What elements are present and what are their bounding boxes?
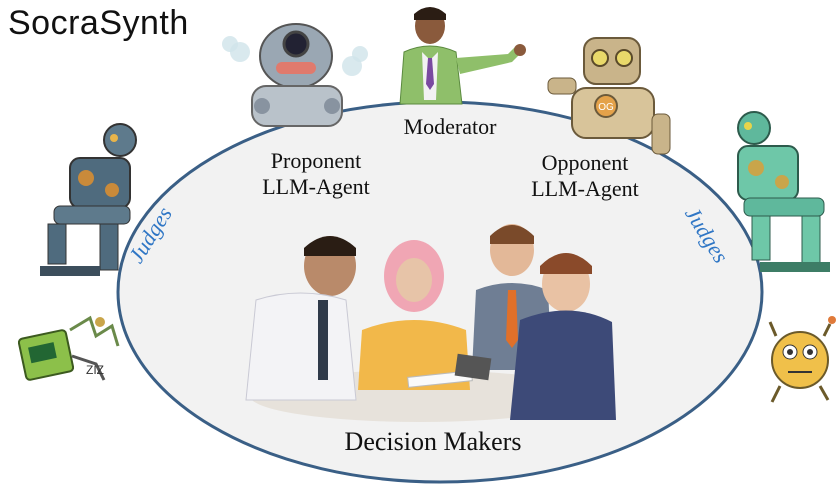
meeting-group-figure (245, 224, 616, 422)
decision-makers-label: Decision Makers (344, 427, 522, 456)
robot-og-figure: OG (547, 37, 671, 155)
proponent-label-line1: Proponent (270, 148, 362, 173)
opponent-label: Opponent LLM-Agent (505, 150, 665, 203)
opponent-label-line1: Opponent (541, 150, 629, 175)
moderator-label: Moderator (403, 114, 497, 139)
robot-small-right-figure (768, 316, 836, 403)
robot-thinker-left-figure (40, 123, 137, 276)
app-title: SocraSynth (8, 4, 189, 42)
proponent-label: Proponent LLM-Agent (236, 148, 396, 201)
robot-thinker-right-figure (737, 111, 830, 272)
proponent-label-line2: LLM-Agent (262, 174, 370, 200)
svg-text:ZIZ: ZIZ (86, 363, 104, 377)
robot-broken-left-figure: ZIZ (17, 315, 120, 381)
svg-text:OG: OG (598, 102, 614, 113)
robot-round-head-figure (222, 23, 368, 127)
opponent-label-line2: LLM-Agent (531, 176, 639, 202)
moderator-figure (399, 7, 526, 105)
